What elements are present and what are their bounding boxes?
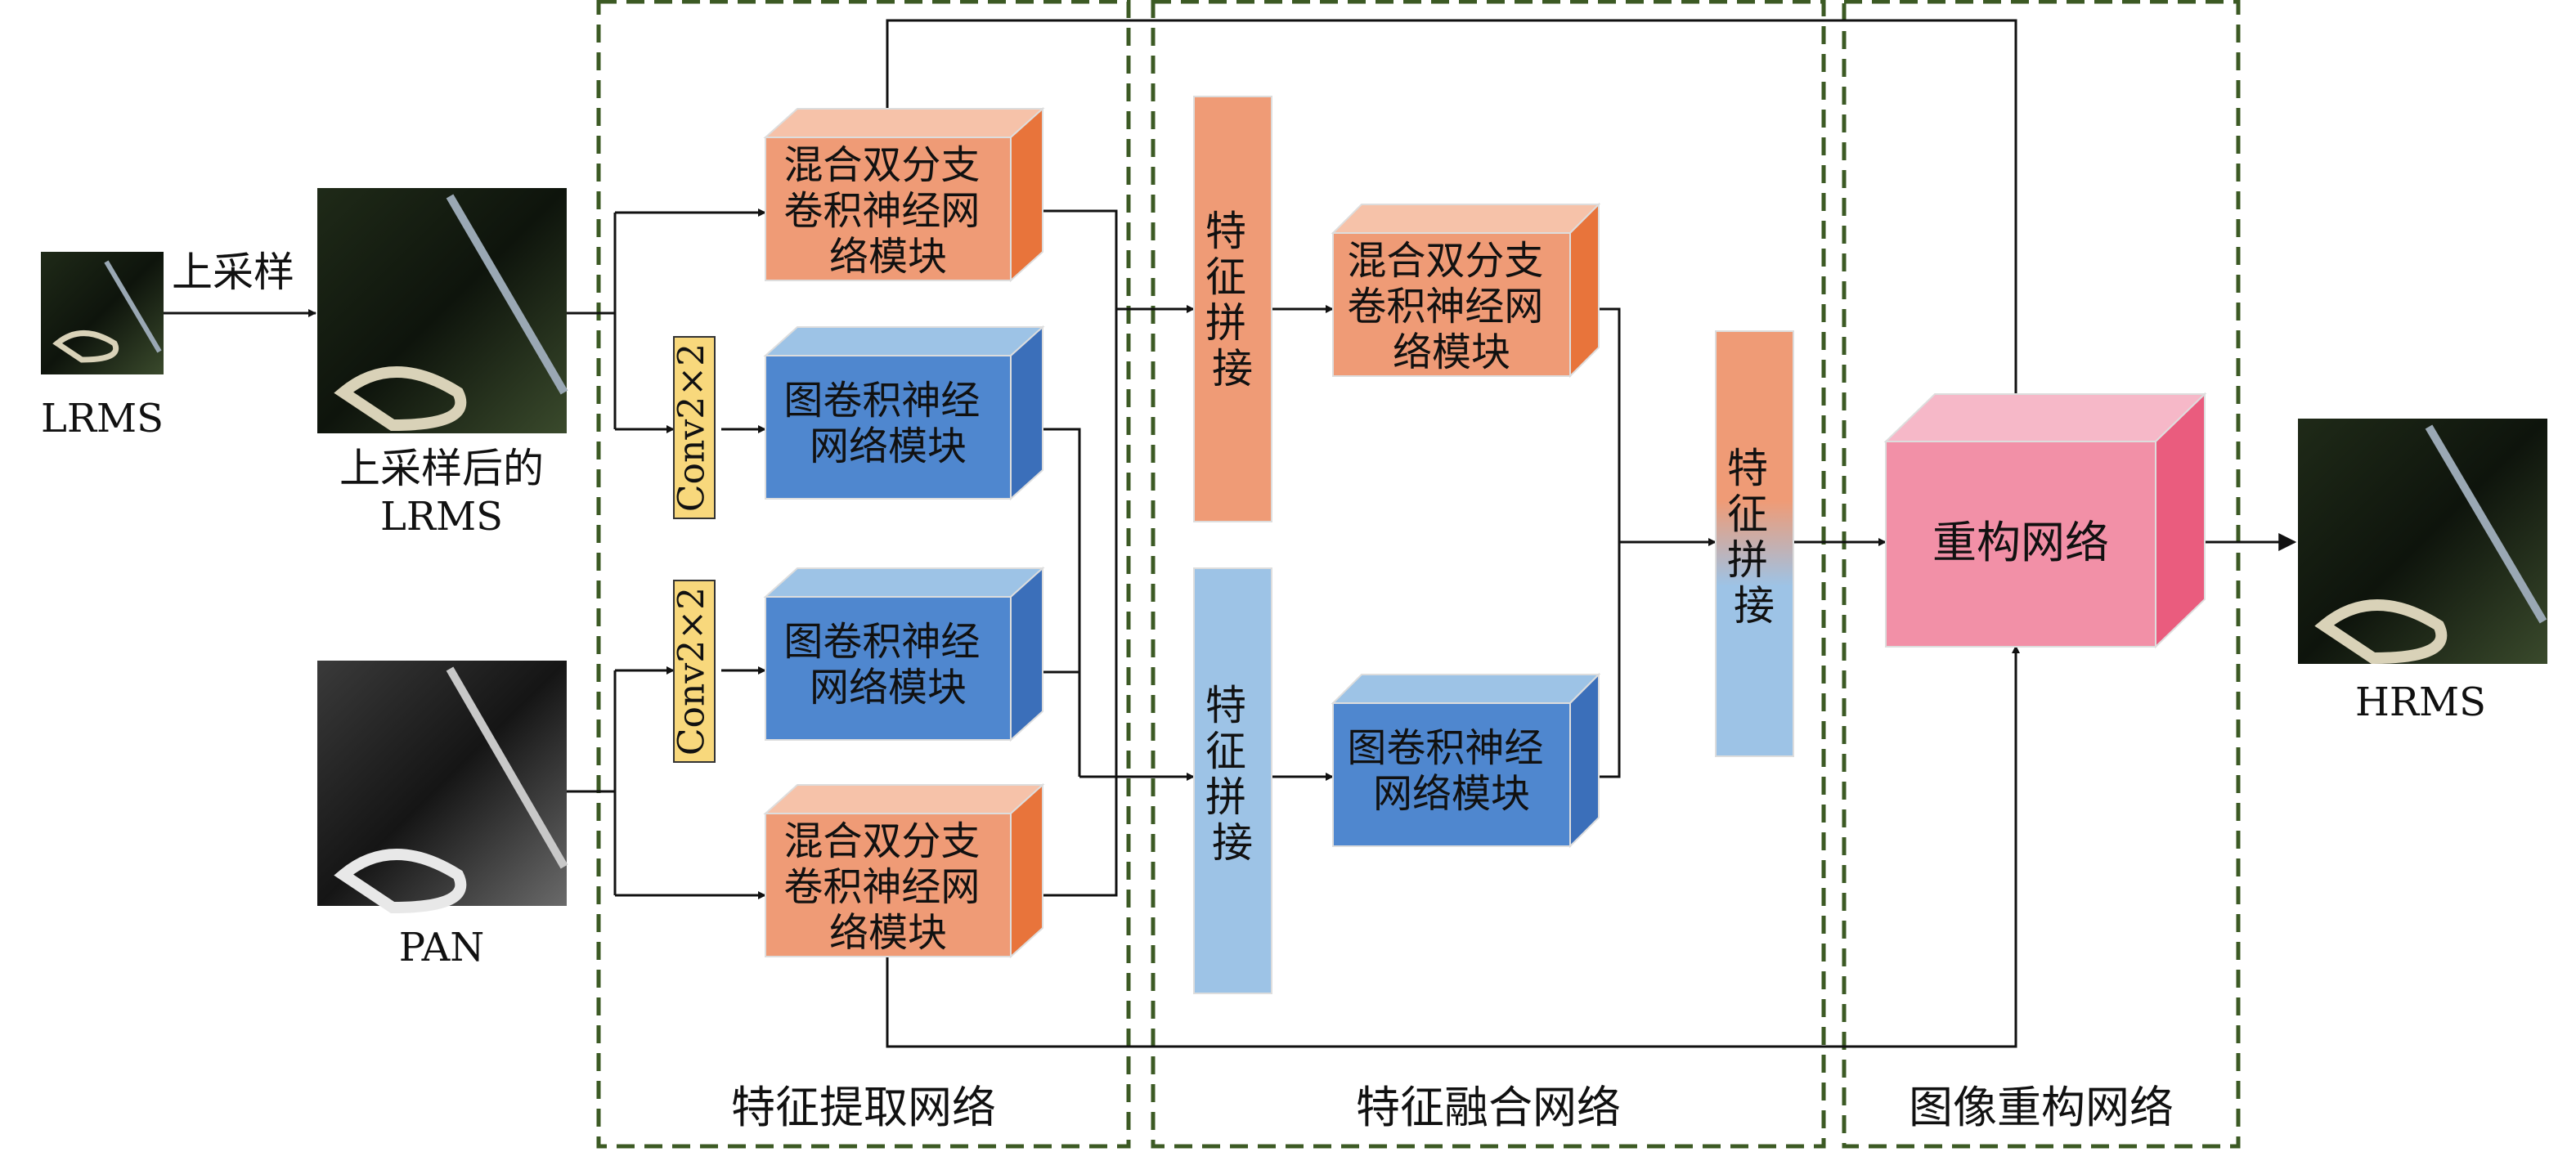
- concat-bottom-char3: 拼: [1205, 773, 1246, 821]
- conv-label-pan: Conv2×2: [671, 587, 713, 755]
- pan-label: PAN: [399, 925, 485, 970]
- conv-box-ms: Conv2×2: [671, 336, 716, 519]
- graph-fusion-line2: 网络模块: [1373, 771, 1530, 817]
- concat-bottom-char4: 接: [1212, 819, 1253, 867]
- concat-bottom-char2: 征: [1205, 728, 1246, 775]
- hybrid-pan-line2: 卷积神经网: [783, 864, 980, 910]
- graph-block-fusion: 图卷积神经 网络模块: [1331, 672, 1601, 849]
- svg-text:混合双分支 卷积神经网 络模块: 混合双分支 卷积神经网 络模块: [1347, 238, 1555, 375]
- graph-block-pan: 图卷积神经 网络模块: [763, 566, 1045, 742]
- svg-text:图卷积神经 网络模块: 图卷积神经 网络模块: [1347, 725, 1555, 817]
- section-title-recon: 图像重构网络: [1909, 1082, 2174, 1133]
- graph-block-ms: 图卷积神经 网络模块: [763, 325, 1045, 501]
- concat-bottom-char1: 特: [1205, 682, 1246, 729]
- hybrid-block-pan: 混合双分支 卷积神经网 络模块: [763, 782, 1045, 959]
- graph-ms-line2: 网络模块: [810, 424, 967, 469]
- recon-label: 重构网络: [1932, 517, 2109, 568]
- section-frame-extract: [596, 0, 1131, 1149]
- lrms-image: [41, 252, 164, 374]
- hybrid-pan-line3: 络模块: [829, 910, 947, 956]
- graph-ms-line1: 图卷积神经: [783, 378, 980, 424]
- svg-text:混合双分支 卷积神经网 络模块: 混合双分支 卷积神经网 络模块: [783, 142, 992, 280]
- concat-top-char3: 拼: [1205, 299, 1246, 347]
- concat-top-char2: 征: [1205, 253, 1246, 301]
- concat-top-char1: 特: [1205, 208, 1246, 255]
- hybrid-ms-line1: 混合双分支: [783, 142, 980, 188]
- hybrid-pan-line1: 混合双分支: [783, 818, 980, 864]
- svg-text:特 征 拼 接: 特 征 拼 接: [1205, 208, 1259, 392]
- svg-text:特 征 拼 接: 特 征 拼 接: [1727, 445, 1781, 630]
- hybrid-fusion-line1: 混合双分支: [1347, 238, 1543, 284]
- hrms-label: HRMS: [2355, 679, 2486, 725]
- hybrid-fusion-line3: 络模块: [1393, 329, 1510, 375]
- section-frame-fusion: [1151, 0, 1826, 1149]
- graph-pan-line2: 网络模块: [810, 665, 967, 710]
- section-title-fusion: 特征融合网络: [1356, 1082, 1621, 1133]
- hybrid-ms-line3: 络模块: [829, 234, 947, 280]
- concat-block-top: 特 征 拼 接: [1193, 96, 1272, 522]
- section-title-extract: 特征提取网络: [731, 1082, 996, 1133]
- concat-merge-char4: 接: [1734, 582, 1775, 630]
- svg-text:特 征 拼 接: 特 征 拼 接: [1205, 682, 1259, 867]
- lrms-label: LRMS: [41, 396, 164, 442]
- upsampled-label-line2: LRMS: [380, 494, 503, 540]
- upsampled-label-line1: 上采样后的: [339, 445, 544, 492]
- upsample-label: 上采样: [172, 249, 294, 296]
- section-frame-recon: [1842, 0, 2241, 1149]
- concat-top-char4: 接: [1212, 345, 1253, 392]
- svg-text:图卷积神经 网络模块: 图卷积神经 网络模块: [783, 378, 992, 469]
- hybrid-fusion-line2: 卷积神经网: [1347, 284, 1543, 329]
- svg-text:混合双分支 卷积神经网 络模块: 混合双分支 卷积神经网 络模块: [783, 818, 992, 956]
- concat-merge-char2: 征: [1727, 491, 1768, 538]
- concat-merge-char3: 拼: [1727, 536, 1768, 584]
- upsampled-lrms-image: [317, 188, 568, 433]
- pan-image: [317, 661, 568, 914]
- concat-block-bottom: 特 征 拼 接: [1193, 567, 1272, 994]
- hybrid-ms-line2: 卷积神经网: [783, 188, 980, 234]
- hybrid-block-fusion: 混合双分支 卷积神经网 络模块: [1331, 202, 1601, 379]
- graph-pan-line1: 图卷积神经: [783, 619, 980, 665]
- hrms-image: [2298, 419, 2547, 665]
- recon-block: 重构网络: [1883, 392, 2207, 649]
- conv-box-pan: Conv2×2: [671, 580, 716, 763]
- concat-merge-char1: 特: [1727, 445, 1768, 492]
- graph-fusion-line1: 图卷积神经: [1347, 725, 1543, 771]
- conv-label-ms: Conv2×2: [671, 343, 713, 512]
- svg-text:图卷积神经 网络模块: 图卷积神经 网络模块: [783, 619, 992, 710]
- concat-block-merge: 特 征 拼 接: [1715, 330, 1794, 757]
- hybrid-block-ms: 混合双分支 卷积神经网 络模块: [763, 106, 1045, 283]
